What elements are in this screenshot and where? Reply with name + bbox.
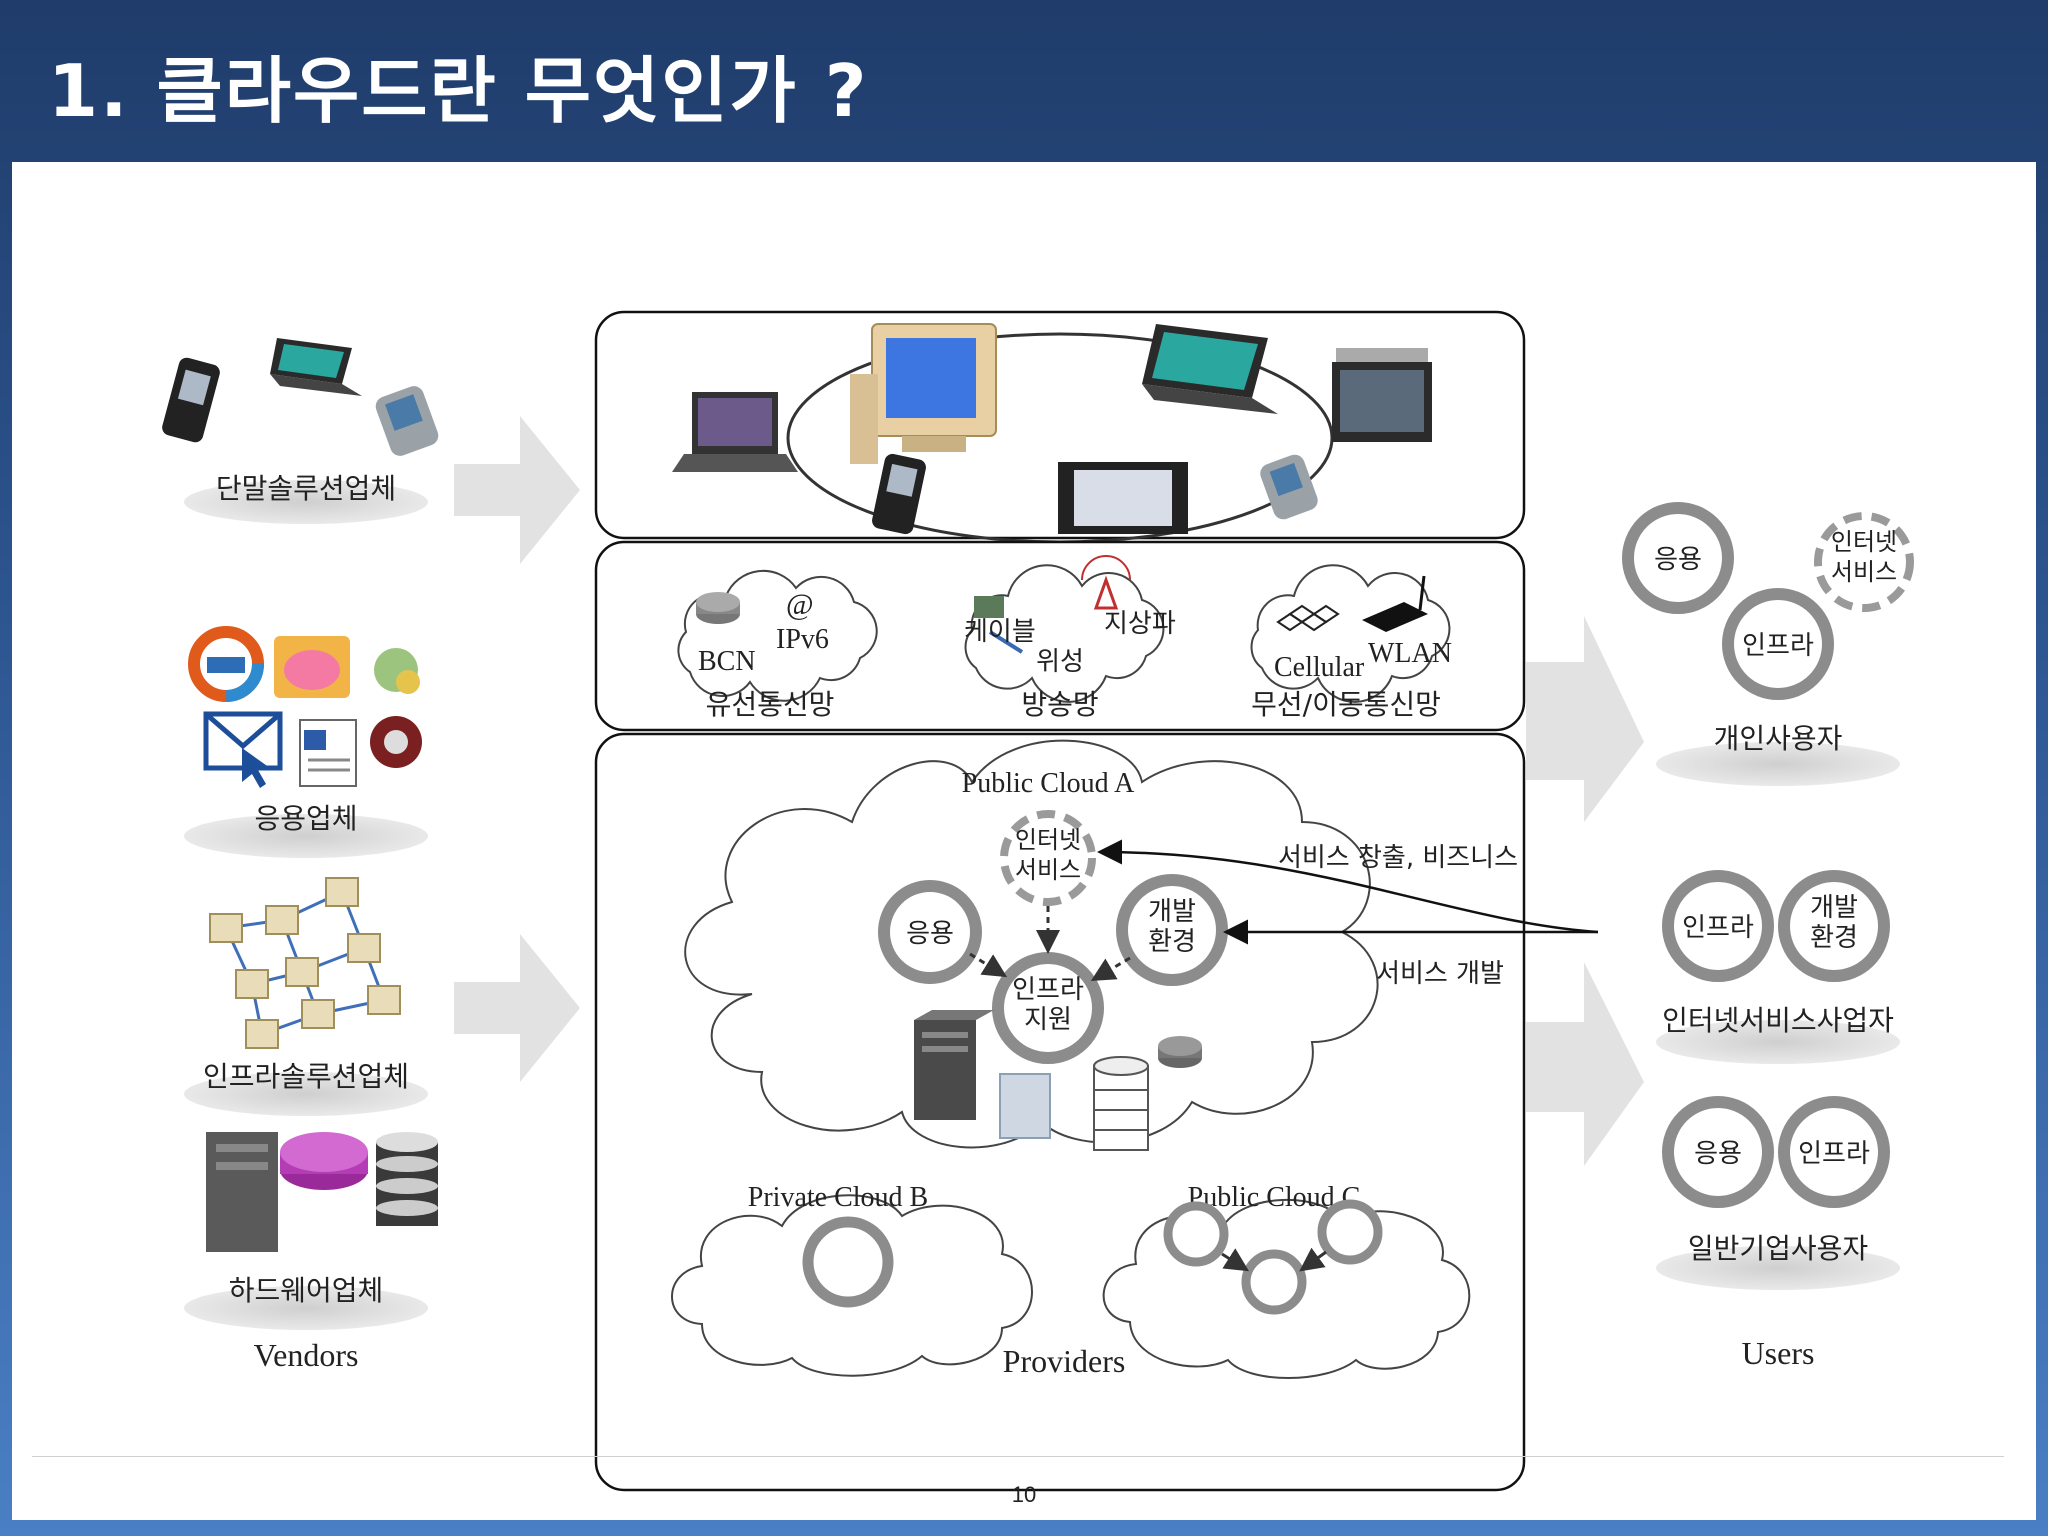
vendor-terminal: 단말솔루션업체 [162,338,439,524]
clouds-panel: Public Cloud A 인터넷 서비스 응용 개발 환경 인프라 지원 [594,732,1526,1492]
slide-content: 단말솔루션업체 응용업체 [12,162,2036,1520]
vendor-infrastructure-label: 인프라솔루션업체 [203,1060,409,1093]
slide-title: 1. 클라우드란 무엇인가 ? [48,49,869,133]
network-node-icon [374,648,420,694]
broadcast-network: 케이블 지상파 위성 방송망 [964,555,1176,721]
router-icon [280,1132,368,1190]
vendor-application-label: 응용업체 [254,802,357,835]
laptop-icon [1142,324,1278,414]
user-personal-label: 개인사용자 [1714,722,1843,755]
broadcast-network-label: 방송망 [1021,688,1098,721]
service-dev-label: 서비스 개발 [1376,959,1504,989]
arrow-providers-to-personal [1526,616,1644,822]
document-icon [299,719,357,787]
wireless-network-label: 무선/이동통신망 [1251,688,1441,721]
personal-internet-label: 인터넷 [1831,528,1897,556]
wireless-network: Cellular WLAN 무선/이동통신망 [1250,564,1452,721]
pda-icon [375,386,439,456]
internet-service-label: 인터넷 [1015,826,1081,854]
public-cloud-a: Public Cloud A 인터넷 서비스 응용 개발 환경 인프라 지원 [684,739,1379,1151]
pda-icon [1058,462,1188,534]
private-cloud-b-label: Private Cloud B [748,1182,928,1213]
erp-icon [274,636,350,698]
isp-infra-label: 인프라 [1682,913,1754,943]
service-arrows: 서비스 창출, 비즈니스 서비스 개발 [1097,839,1599,989]
personal-app-label: 응용 [1654,545,1702,575]
dev-env-label-2: 환경 [1148,927,1196,957]
pda-icon [1260,454,1318,520]
app-label: 응용 [906,919,954,949]
dev-env-label: 개발 [1148,897,1196,927]
server-tower-icon [914,1010,994,1120]
tv-icon [1332,348,1432,442]
vendor-terminal-label: 단말솔루션업체 [216,472,396,505]
service-creation-label: 서비스 창출, 비즈니스 [1278,843,1518,873]
public-cloud-a-label: Public Cloud A [962,768,1135,799]
dev-env-circle [1116,874,1228,986]
email-icon [203,711,283,788]
devices-panel [594,310,1526,544]
laptop-icon [672,392,798,472]
database-stack-icon [1093,1056,1149,1151]
bcn-label: BCN [698,646,756,677]
vendor-infrastructure: 인프라솔루션업체 [184,877,428,1116]
arrow-vendors-to-cloud [454,934,580,1082]
cloud-diagram: 단말솔루션업체 응용업체 [162,310,1914,1492]
page-number: 10 [1011,1482,1037,1507]
personal-internet-label-2: 서비스 [1831,558,1897,586]
arrow-vendors-to-devices [454,416,580,564]
personal-infra-label: 인프라 [1742,631,1814,661]
private-cloud-b: Private Cloud B [671,1182,1033,1377]
infra-label: 인프라 [1012,975,1084,1005]
infra-label-2: 지원 [1024,1005,1072,1035]
video-icon [370,716,422,768]
mobile-phone-icon [872,453,926,535]
server-tower-icon [999,1073,1051,1139]
cable-label: 케이블 [964,617,1036,647]
satellite-dish-icon [974,596,1024,654]
vendors-heading: Vendors [254,1337,359,1373]
wired-network-label: 유선통신망 [706,688,835,721]
router-icon [1158,1036,1202,1068]
footer-divider [32,1456,2004,1457]
cellular-label: Cellular [1274,652,1365,683]
satellite-label: 위성 [1036,647,1084,677]
terrestrial-label: 지상파 [1104,609,1176,639]
user-isp-label: 인터넷서비스사업자 [1662,1004,1894,1037]
wired-network: @ IPv6 BCN 유선통신망 [677,569,878,721]
router-icon [696,592,740,624]
crm-icon [188,626,264,702]
ipv6-label: IPv6 [776,624,829,655]
isp-dev-label: 개발 [1810,893,1858,923]
database-stack-icon [376,1132,438,1226]
providers-heading: Providers [1003,1343,1126,1379]
vendor-hardware: 하드웨어업체 [184,1132,438,1330]
wlan-label: WLAN [1368,638,1452,669]
networks-panel: @ IPv6 BCN 유선통신망 케이블 지상파 위성 방송망 [594,540,1526,732]
user-isp: 인프라 개발 환경 인터넷서비스사업자 [1656,870,1900,1064]
arrow-providers-to-enterprise [1526,962,1644,1166]
enterprise-app-label: 응용 [1694,1139,1742,1169]
user-enterprise: 응용 인프라 일반기업사용자 [1656,1096,1900,1290]
crt-monitor-icon [850,323,997,464]
enterprise-infra-label: 인프라 [1798,1139,1870,1169]
app-circle [878,880,982,984]
vendor-application: 응용업체 [184,626,428,858]
users-heading: Users [1742,1335,1815,1371]
vendor-hardware-label: 하드웨어업체 [229,1274,384,1307]
internet-service-label-2: 서비스 [1015,856,1081,884]
isp-dev-label-2: 환경 [1810,923,1858,953]
mobile-phone-icon [162,357,220,443]
infra-circle [992,952,1104,1064]
laptop-icon [270,338,362,396]
user-personal: 응용 인터넷 서비스 인프라 개인사용자 [1622,502,1914,786]
public-cloud-c: Public Cloud C [1102,1182,1471,1379]
user-enterprise-label: 일반기업사용자 [1688,1232,1868,1265]
antenna-icon [1081,555,1131,610]
internet-service-circle [1000,810,1096,906]
wlan-router-icon [1362,575,1428,632]
server-tower-icon [206,1132,278,1252]
at-sign-label: @ [786,588,814,621]
network-node-icon [1276,604,1340,632]
